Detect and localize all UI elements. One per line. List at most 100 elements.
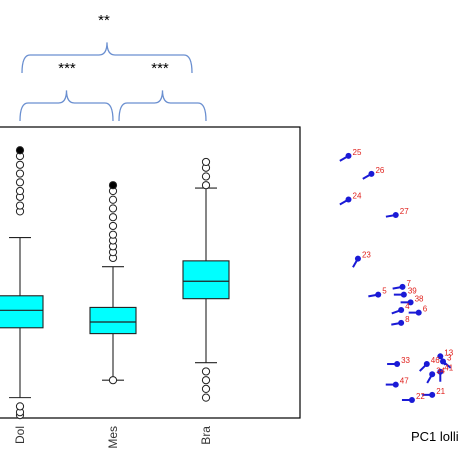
outlier-point [201,367,211,376]
lollipop-label: 4 [405,302,410,311]
lollipop-39: 39 [393,287,417,298]
lollipop-head [392,381,399,388]
outlier-point [15,402,25,411]
x-tick-labels: Dol Mes Bra [13,426,213,449]
lollipop-38: 38 [400,294,424,306]
lollipop-head [429,391,436,398]
lollipop-label: 41 [444,364,453,373]
bracket-mes-bra [118,90,207,122]
significance-label: *** [58,60,76,77]
lollipop-label: 26 [375,166,384,175]
outlier-point [201,157,211,167]
lollipop-8: 8 [391,315,410,326]
lollipop-label: 33 [401,356,410,365]
lollipop-label: 6 [423,305,428,314]
lollipop-7: 7 [392,279,412,290]
lollipop-label: 46 [431,356,440,365]
lollipop-label: 21 [436,387,445,396]
lollipop-23: 23 [352,251,371,268]
outlier-point [108,376,118,385]
lollipop-head [415,309,422,316]
lollipop-5: 5 [368,287,387,298]
lollipop-head [399,283,406,290]
lollipop-head [429,371,436,378]
iqr-box [89,306,137,335]
lollipop-46: 46 [419,356,440,372]
outlier-point [108,213,118,222]
lollipop-label: 22 [416,392,425,401]
lollipop-24: 24 [339,192,362,206]
lollipop-head [400,291,407,298]
outlier-point [201,384,211,393]
outlier-point [15,169,25,178]
panel-caption: PC1 lolli [411,429,459,444]
outlier-point [108,230,118,239]
lollipop-6: 6 [408,305,428,316]
significance-brackets: ******** [19,12,207,122]
lollipop-label: 23 [362,251,371,260]
lollipop-head [392,211,399,218]
lollipop-head [437,368,444,375]
lollipop-label: 25 [353,148,362,157]
outlier-point [108,204,118,213]
lollipop-21: 21 [422,387,446,398]
outlier-point [15,160,25,169]
outlier-point [15,201,25,210]
lollipop-34: 34 [426,366,446,384]
lollipop-head [354,255,361,262]
lollipop-head [398,307,405,314]
lollipop-label: 8 [405,315,410,324]
bracket-outer [21,42,193,74]
lollipop-label: 47 [400,377,409,386]
lollipop-label: 7 [407,279,412,288]
bracket-dol-mes [19,90,114,122]
lollipop-head [408,397,415,403]
lollipop-label: 5 [382,287,387,296]
significance-label: ** [98,12,110,29]
lollipop-label: 38 [415,294,424,303]
lollipop-head [407,299,414,306]
lollipop-41: 41 [437,364,454,382]
x-tick-label: Bra [199,426,213,445]
outlier-point [201,181,211,190]
outlier-point [15,186,25,196]
lollipop-head [368,170,375,177]
iqr-box [182,260,230,300]
lollipop-label: 3 [447,353,452,362]
box-mes [89,181,137,385]
lollipop-label: 39 [408,287,417,296]
lollipop-head [394,361,401,368]
box-bra [182,157,230,402]
x-tick-label: Mes [106,426,120,449]
significance-label: *** [151,60,169,77]
lollipop-22: 22 [401,392,425,403]
lollipop-head [375,291,382,298]
lollipop-head [440,358,446,365]
lollipop-head [423,361,430,368]
lollipop-label: 34 [436,366,445,375]
lollipop-head [437,353,444,360]
x-tick-label: Dol [13,426,27,444]
outlier-point [15,146,25,155]
lollipop-25: 25 [339,148,362,162]
box-dol [0,146,44,420]
lollipop-3: 3 [440,353,452,369]
plot-frame [0,126,301,419]
boxplot-panel [0,126,301,420]
lollipop-33: 33 [387,356,411,368]
lollipop-47: 47 [385,377,409,388]
lollipop-26: 26 [362,166,385,180]
lollipop-label: 13 [444,348,453,357]
lollipop-head [398,319,405,326]
outlier-point [108,195,118,204]
outlier-point [15,178,25,187]
outlier-point [201,376,211,385]
lollipop-27: 27 [385,207,409,218]
iqr-box [0,295,44,329]
lollipop-label: 27 [400,207,409,216]
outlier-point [108,181,118,190]
lollipop-label: 24 [353,192,362,201]
outlier-point [201,393,211,402]
